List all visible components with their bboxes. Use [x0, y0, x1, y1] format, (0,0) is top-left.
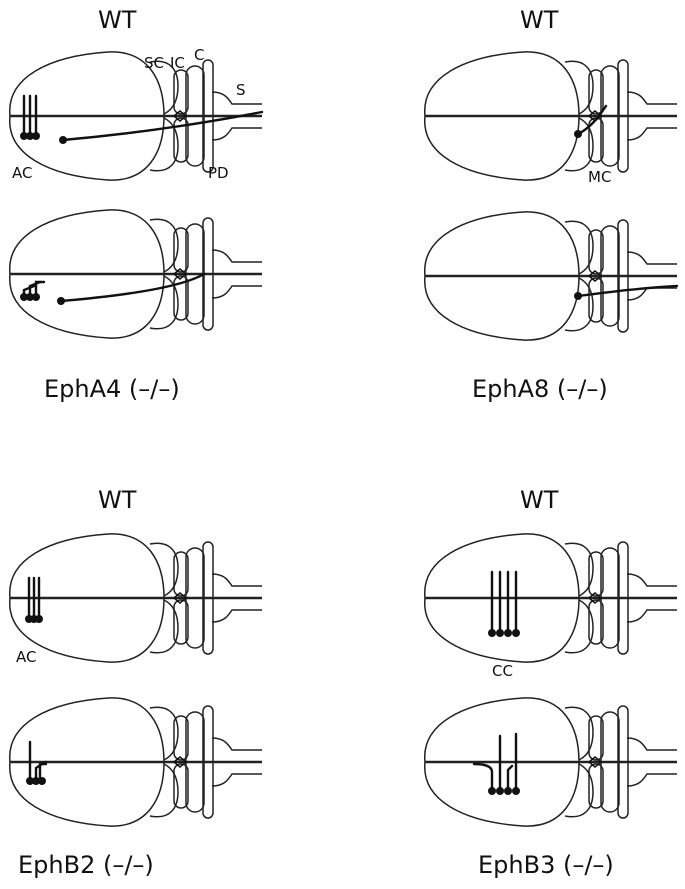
- label-ic: IC: [170, 54, 185, 72]
- panel-d-ko: EphB3 (–/–): [423, 696, 679, 879]
- label-sc: SC: [144, 54, 164, 72]
- label-cc: CC: [492, 662, 513, 680]
- misrouted-axon: [574, 284, 679, 300]
- label-s: S: [236, 81, 246, 99]
- axon-bundle: [20, 94, 40, 140]
- callosal-axons-misrouted: [472, 732, 520, 795]
- brain-outline: [8, 50, 264, 182]
- brain-outline: [8, 696, 264, 828]
- panel-b-ko: EphA8 (–/–): [423, 210, 679, 403]
- axon-bundle-misrouted: [26, 740, 48, 785]
- panel-c-wt-title: WT: [98, 486, 137, 514]
- panel-d-wt: WT CC: [423, 486, 679, 680]
- label-pd: PD: [208, 164, 229, 182]
- panel-a-wt-title: WT: [98, 6, 137, 34]
- panel-a-wt: WT SC IC C S PD AC: [8, 6, 264, 182]
- long-axon: [59, 110, 264, 144]
- panel-c-ko: EphB2 (–/–): [8, 696, 264, 879]
- long-axon: [57, 272, 206, 305]
- panel-a-ko-title: EphA4 (–/–): [44, 375, 180, 403]
- brain-outline: [423, 50, 679, 182]
- panel-a-ko: EphA4 (–/–): [8, 208, 264, 403]
- panel-b-wt: WT MC: [423, 6, 679, 186]
- panel-c-ko-title: EphB2 (–/–): [18, 851, 154, 879]
- label-mc: MC: [588, 168, 611, 186]
- label-c: C: [194, 46, 204, 64]
- label-ac: AC: [16, 648, 36, 666]
- label-ac: AC: [12, 164, 32, 182]
- short-axon: [574, 104, 608, 138]
- panel-b-ko-title: EphA8 (–/–): [472, 375, 608, 403]
- brain-outline: [423, 532, 679, 664]
- panel-d-wt-title: WT: [520, 486, 559, 514]
- panel-c-wt: WT AC: [8, 486, 264, 666]
- panel-d-ko-title: EphB3 (–/–): [478, 851, 614, 879]
- brain-outline: [423, 210, 679, 342]
- brain-outline: [423, 696, 679, 828]
- axon-bundle: [25, 576, 43, 623]
- panel-b-wt-title: WT: [520, 6, 559, 34]
- brain-outline: [8, 532, 264, 664]
- brain-outline: [8, 208, 264, 340]
- callosal-axons: [488, 570, 520, 637]
- axon-bundle-misrouted: [20, 280, 46, 301]
